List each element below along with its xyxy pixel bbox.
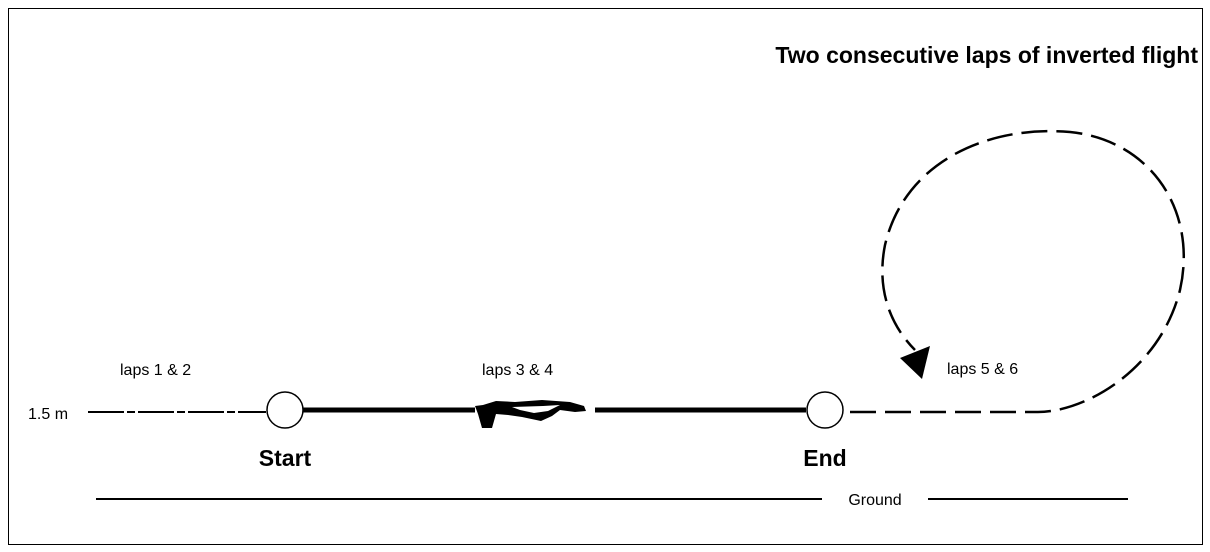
loop-direction-arrow-icon (900, 346, 930, 379)
label-laps-1-2: laps 1 & 2 (120, 362, 191, 379)
start-marker (266, 391, 304, 429)
height-label: 1.5 m (28, 406, 68, 423)
label-laps-3-4: laps 3 & 4 (482, 362, 553, 379)
start-label: Start (259, 445, 312, 471)
diagram-title: Two consecutive laps of inverted flight (775, 42, 1198, 68)
ground-label: Ground (848, 492, 901, 509)
end-marker (806, 391, 844, 429)
label-laps-5-6: laps 5 & 6 (947, 361, 1018, 378)
end-label: End (803, 445, 846, 471)
inverted-aircraft-icon (475, 400, 586, 428)
diagram-frame (8, 8, 1203, 545)
laps-5-6-loop-path (850, 129, 1185, 414)
